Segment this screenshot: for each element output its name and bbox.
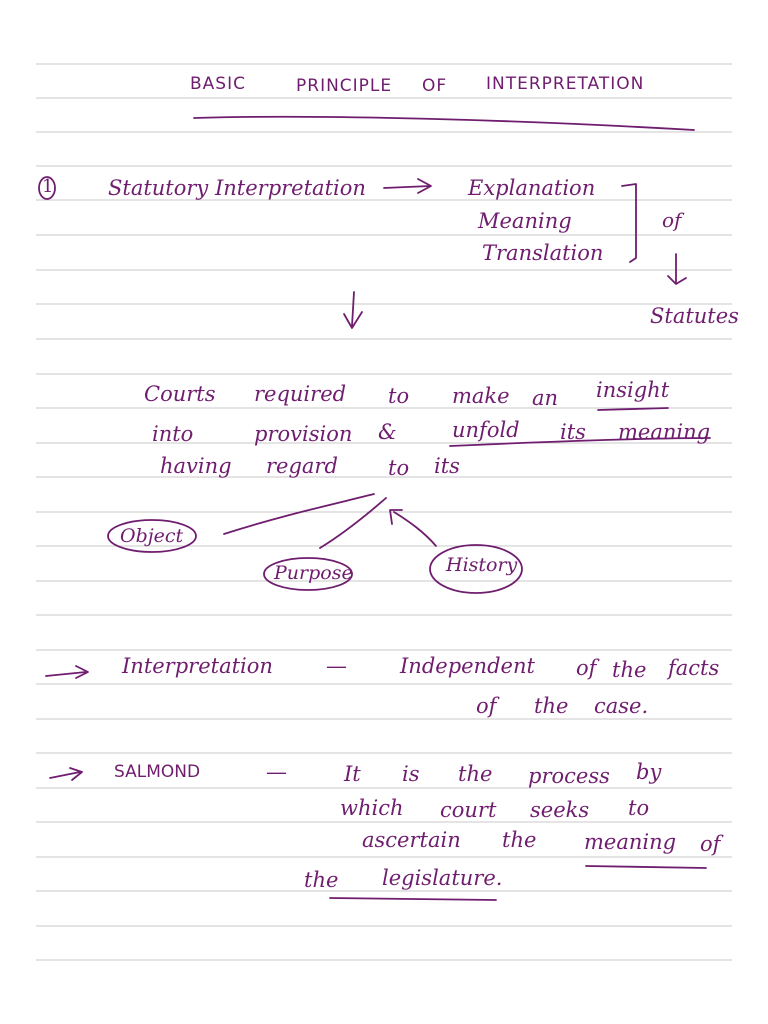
- of-label: of: [662, 208, 682, 232]
- list-explanation: Explanation: [468, 176, 596, 200]
- interpretation-dash: —: [326, 654, 347, 678]
- word-is: is: [402, 762, 420, 786]
- word-its: its: [560, 420, 586, 444]
- word-meaning-2: meaning: [584, 830, 677, 854]
- word-the-a: the: [612, 658, 647, 682]
- word-courts: Courts: [144, 382, 216, 406]
- word-required: required: [254, 382, 347, 406]
- word-having: having: [160, 454, 232, 478]
- list-translation: Translation: [482, 241, 604, 265]
- circle-label-history: History: [446, 554, 518, 576]
- word-which: which: [340, 796, 404, 820]
- word-court: court: [440, 798, 497, 822]
- word-meaning: meaning: [618, 420, 711, 444]
- word-into: into: [152, 422, 194, 446]
- section-number: 1: [42, 176, 54, 197]
- word-the-b: the: [534, 694, 569, 718]
- word-ampersand: &: [378, 420, 397, 444]
- word-legislature: legislature.: [382, 866, 503, 890]
- word-an: an: [532, 386, 559, 410]
- word-provision: provision: [254, 422, 353, 446]
- title-word-of: OF: [422, 76, 448, 96]
- word-its-2: its: [434, 454, 460, 478]
- word-unfold: unfold: [452, 418, 520, 442]
- word-seeks: seeks: [530, 798, 590, 822]
- word-case: case.: [594, 694, 649, 718]
- word-it: It: [344, 762, 361, 786]
- salmond-dash: —: [266, 760, 287, 784]
- circle-label-object: Object: [120, 525, 184, 547]
- word-make: make: [452, 384, 510, 408]
- word-the-d: the: [502, 828, 537, 852]
- word-process: process: [528, 764, 610, 788]
- word-to-2: to: [388, 456, 410, 480]
- word-ascertain: ascertain: [362, 828, 461, 852]
- title-word-interpretation: INTERPRETATION: [486, 74, 645, 94]
- word-of-a: of: [576, 656, 597, 680]
- list-meaning: Meaning: [478, 209, 572, 233]
- word-by: by: [636, 760, 662, 784]
- word-of-b: of: [476, 694, 497, 718]
- word-the-c: the: [458, 762, 493, 786]
- word-independent: Independent: [400, 654, 535, 678]
- statutory-interpretation-term: Statutory Interpretation: [108, 176, 366, 200]
- word-regard: regard: [266, 454, 338, 478]
- word-to-3: to: [628, 796, 650, 820]
- interpretation-term: Interpretation: [122, 654, 273, 678]
- salmond-name: SALMOND: [114, 762, 201, 782]
- statutes-label: Statutes: [650, 304, 739, 328]
- word-of-c: of: [700, 832, 721, 856]
- word-facts: facts: [668, 656, 720, 680]
- circle-label-purpose: Purpose: [274, 562, 353, 584]
- title-word-principle: PRINCIPLE: [296, 76, 393, 96]
- word-the-e: the: [304, 868, 339, 892]
- title-word-basic: BASIC: [190, 74, 246, 94]
- word-to: to: [388, 384, 410, 408]
- word-insight: insight: [596, 378, 670, 402]
